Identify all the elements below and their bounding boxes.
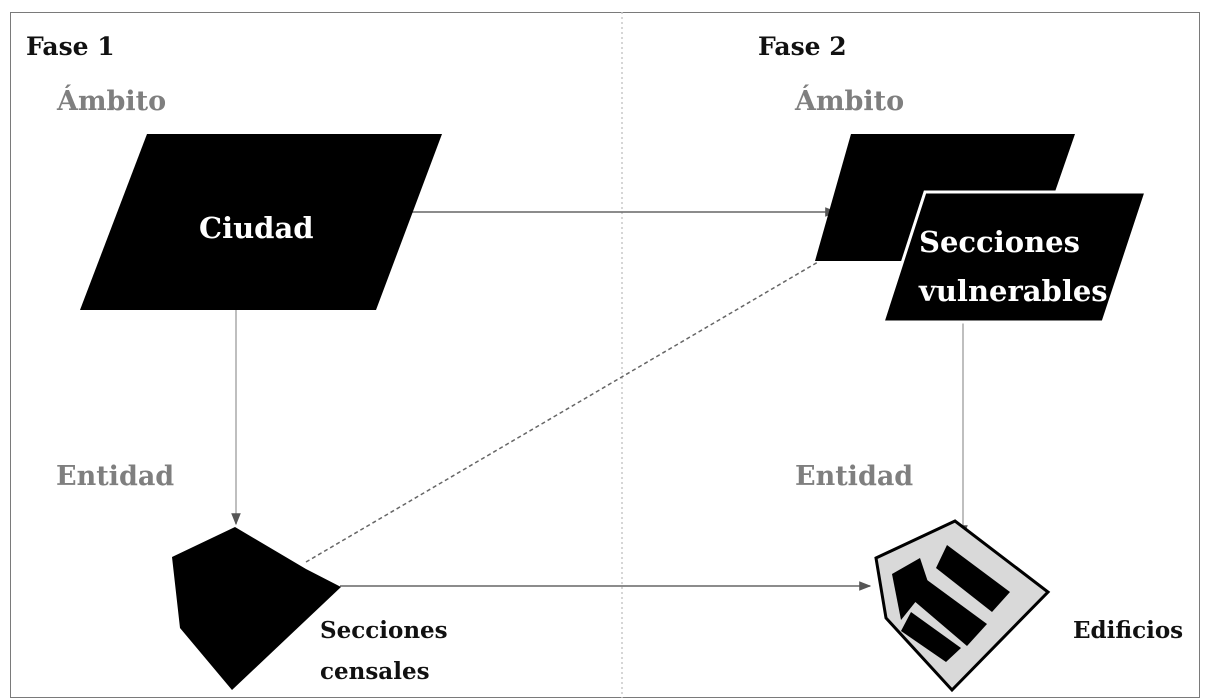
phase2-title: Fase 2 xyxy=(758,32,847,61)
phase1-entity-label: Entidad xyxy=(56,461,175,492)
ciudad-node-shape xyxy=(80,134,442,310)
phase1-scope-label: Ámbito xyxy=(57,86,167,117)
edge-secciones-censales-to-secciones-vulnerables-dashed xyxy=(305,261,819,563)
secciones-censales-label-line1: Secciones xyxy=(320,617,448,644)
phase2-entity-label: Entidad xyxy=(795,461,914,492)
ciudad-node-label: Ciudad xyxy=(199,211,314,245)
building-blocks-icon xyxy=(874,519,1051,693)
secciones-vulnerables-label-line1: Secciones xyxy=(919,225,1080,259)
phase1-title: Fase 1 xyxy=(26,32,115,61)
phase2-scope-label: Ámbito xyxy=(795,86,905,117)
secciones-censales-label-line2: censales xyxy=(320,658,430,685)
secciones-vulnerables-front-shape xyxy=(880,190,1149,324)
diagram-frame xyxy=(10,12,1200,698)
edificios-label: Edificios xyxy=(1073,617,1184,644)
secciones-vulnerables-label-line2: vulnerables xyxy=(919,274,1108,308)
pentagon-polygon-icon xyxy=(172,527,341,690)
